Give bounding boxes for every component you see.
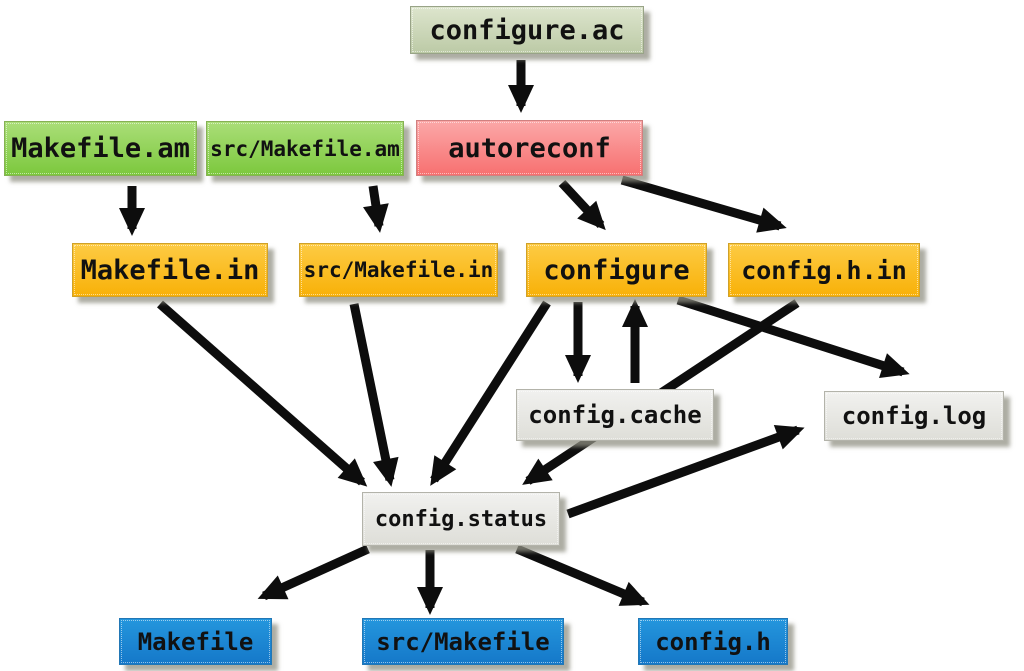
node-label: config.cache bbox=[528, 401, 702, 429]
node-src-makefile-in: src/Makefile.in bbox=[299, 243, 498, 297]
node-label: config.log bbox=[841, 402, 987, 430]
node-autoreconf: autoreconf bbox=[416, 120, 643, 176]
node-src-makefile: src/Makefile bbox=[362, 618, 564, 665]
node-label: config.h.in bbox=[741, 255, 907, 285]
node-configure: configure bbox=[526, 243, 707, 297]
node-label: config.status bbox=[374, 506, 548, 532]
edge-makefile_in-to-config_status bbox=[157, 300, 368, 487]
node-config-h-in: config.h.in bbox=[728, 243, 920, 297]
node-label: autoreconf bbox=[448, 132, 611, 164]
node-makefile: Makefile bbox=[119, 618, 272, 665]
node-label: config.h bbox=[655, 627, 771, 656]
edge-configure-to-config_status bbox=[430, 300, 551, 486]
node-label: src/Makefile.am bbox=[210, 136, 400, 161]
node-label: Makefile bbox=[137, 627, 254, 656]
edge-config_status-to-config_log bbox=[566, 424, 805, 519]
node-label: Makefile.in bbox=[80, 254, 260, 286]
edge-src_makefile_in-to-config_status bbox=[349, 303, 399, 487]
node-config-h: config.h bbox=[638, 618, 788, 665]
node-config-cache: config.cache bbox=[516, 389, 714, 441]
node-label: src/Makefile bbox=[376, 627, 550, 656]
node-configure-ac: configure.ac bbox=[410, 6, 644, 54]
edge-config_status-to-config_h bbox=[515, 544, 650, 607]
node-makefile-in: Makefile.in bbox=[72, 243, 268, 297]
node-label: configure.ac bbox=[429, 14, 625, 46]
edge-src_makefile_am-to-src_makefile_in bbox=[363, 185, 389, 233]
edge-config_status-to-makefile bbox=[257, 544, 370, 601]
node-label: Makefile.am bbox=[11, 133, 190, 164]
edge-configure-to-config_log bbox=[676, 295, 910, 378]
node-config-status: config.status bbox=[362, 492, 560, 546]
edge-autoreconf-to-config_h_in bbox=[620, 175, 787, 233]
edge-autoreconf-to-configure bbox=[558, 179, 606, 231]
node-label: configure bbox=[543, 254, 690, 286]
node-src-makefile-am: src/Makefile.am bbox=[206, 121, 404, 176]
node-label: src/Makefile.in bbox=[303, 258, 494, 282]
node-config-log: config.log bbox=[824, 391, 1004, 441]
node-makefile-am: Makefile.am bbox=[4, 121, 197, 176]
